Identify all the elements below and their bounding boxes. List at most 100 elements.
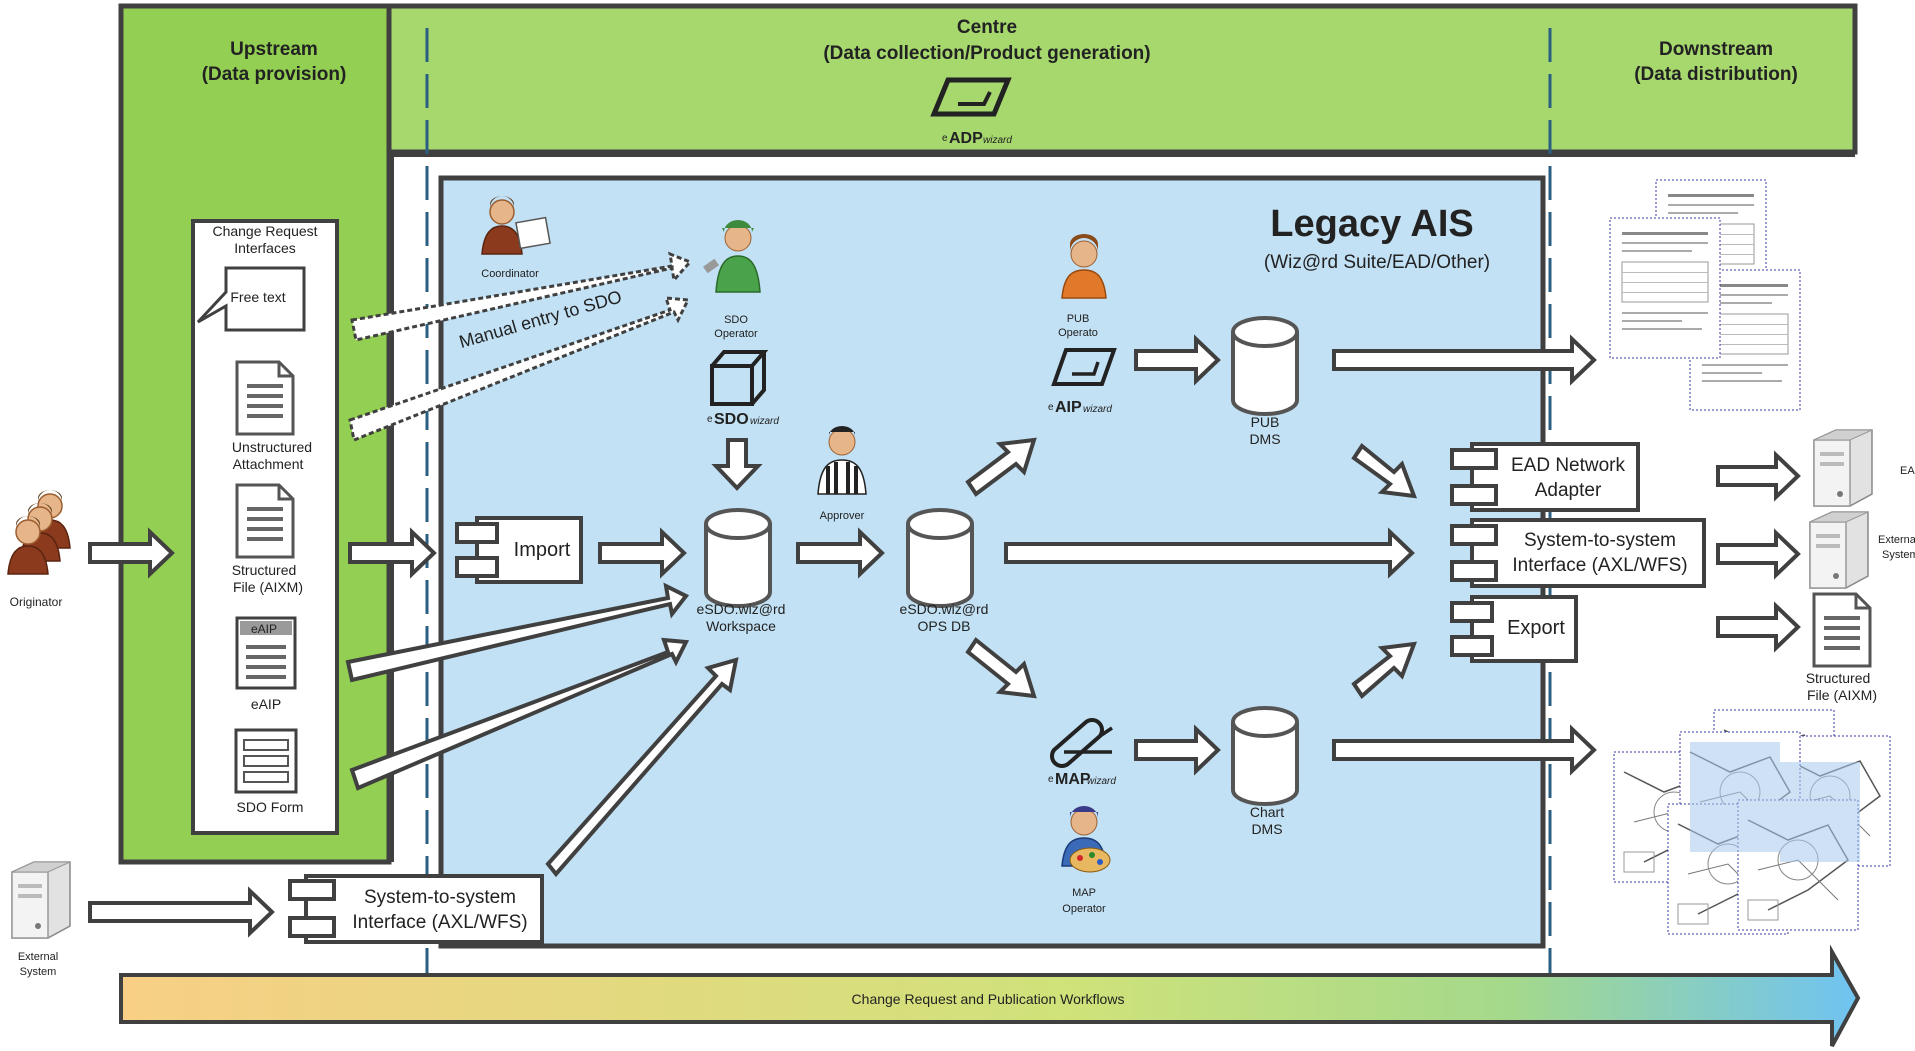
workspace-label-2: Workspace [706,618,776,634]
arrow-esdo-to-workspace [711,438,763,491]
manual-entry-arrow-upper [350,251,693,342]
export-label: Export [1507,617,1565,639]
ead-adapter-label-2: Adapter [1535,480,1602,501]
arrow-originator-to-upstream [88,527,175,579]
upstream-subtitle: (Data provision) [202,64,347,85]
s2s-right-label-2: Interface (AXL/WFS) [1512,555,1687,576]
ead-adapter-label-1: EAD Network [1511,455,1626,476]
downstream-title: Downstream [1659,39,1773,60]
svg-text:ADP: ADP [949,130,983,147]
arrow-structured-out [1716,601,1801,653]
emap-wizard-logo: e MAP wizard [1048,718,1116,788]
manual-entry-arrow-lower [348,296,691,443]
s2s-left-label-1: System-to-system [364,887,516,908]
import-component[interactable]: Import [455,516,583,584]
svg-text:wizard: wizard [750,416,779,427]
unstructured-label-2: Attachment [233,456,304,472]
svg-text:SDO: SDO [714,411,749,428]
sdo-form-label: SDO Form [237,799,304,815]
structured-label-1: Structured [232,562,297,578]
arrow-pubdms-to-documents [1332,334,1597,386]
arrow-opsdb-to-eaip [965,437,1037,497]
s2s-right-component[interactable]: System-to-system Interface (AXL/WFS) [1450,518,1706,588]
chartdms-label-2: DMS [1251,821,1282,837]
pub-operator-label-2: Operato [1058,327,1098,339]
arrow-sdoform-to-workspace [349,637,690,791]
legacy-title: Legacy AIS [1270,203,1473,245]
eaip-wizard-logo: e AIP wizard [1048,348,1117,416]
coordinator-label: Coordinator [481,268,539,280]
external-system-right-icon [1809,511,1869,589]
approver-label: Approver [820,510,865,522]
external-output-label-1: Externa [1878,534,1915,546]
arrow-external-out [1716,528,1801,580]
arrow-emap-to-chartdms [1134,724,1221,776]
structured-file-icon [235,483,295,559]
originator-icon [7,489,71,575]
arrow-left-external-to-s2s [88,886,275,938]
pub-operator-label-1: PUB [1067,313,1090,325]
pubdms-label-1: PUB [1251,414,1280,430]
eadp-logo: e ADP wizard [930,77,1012,147]
structured-file-output-icon [1812,592,1872,668]
svg-text:AIP: AIP [1055,399,1082,416]
eaip-label: eAIP [251,696,281,712]
arrow-eaip-to-workspace [345,582,690,683]
workspace-label-1: eSDO.wiz@rd [697,601,786,617]
approver-icon [817,426,867,495]
pubdms-label-2: DMS [1249,431,1280,447]
sdo-operator-label-1: SDO [724,314,748,326]
s2s-left-component[interactable]: System-to-system Interface (AXL/WFS) [288,874,544,944]
opsdb-label-1: eSDO.wiz@rd [900,601,989,617]
chart-dms-icon [1231,706,1299,806]
arrow-workspace-to-opsdb [796,527,885,579]
external-system-left-icon [11,861,71,939]
sdo-operator-label-2: Operator [714,328,758,340]
external-output-label-2: System [1882,549,1915,561]
upstream-title: Upstream [230,39,318,60]
arrow-eaip-to-pubdms [1134,334,1221,386]
arrow-chartdms-to-export [1351,641,1418,700]
legacy-subtitle: (Wiz@rd Suite/EAD/Other) [1264,252,1490,273]
structured-label-2: File (AIXM) [233,579,303,595]
structured-output-label-2: File (AIXM) [1807,687,1877,703]
free-text-label: Free text [230,289,285,305]
arrow-ead-out [1716,450,1801,502]
arrow-chartdms-to-charts [1332,724,1597,776]
map-operator-label-1: MAP [1072,887,1096,899]
chartdms-label-1: Chart [1250,804,1284,820]
ops-db-icon [906,508,974,608]
workflow-label: Change Request and Publication Workflows [852,991,1125,1007]
svg-text:MAP: MAP [1055,771,1091,788]
svg-text:wizard: wizard [983,135,1012,146]
export-component[interactable]: Export [1450,595,1578,663]
import-label: Import [514,539,571,561]
unstructured-label-1: Unstructured [232,439,312,455]
external-left-label-1: External [18,951,58,963]
svg-text:wizard: wizard [1083,404,1112,415]
arrow-import-to-workspace [598,527,687,579]
opsdb-label-2: OPS DB [918,618,971,634]
workflow-arrow [119,944,1861,1047]
arrow-s2s-to-workspace [545,657,739,878]
originator-label: Originator [10,595,63,609]
ead-output-label: EAD [1900,465,1915,477]
centre-subtitle: (Data collection/Product generation) [823,43,1150,64]
svg-text:e: e [1048,774,1054,785]
aeronautical-charts [1613,709,1891,935]
aip-documents [1609,179,1801,411]
pub-operator-icon [1061,234,1107,299]
ead-server-icon [1813,429,1873,507]
arrow-opsdb-to-emap [965,637,1037,699]
pub-dms-icon [1231,316,1299,416]
ead-adapter-component[interactable]: EAD Network Adapter [1450,442,1640,512]
free-text-icon [196,266,306,332]
workspace-db-icon [704,508,772,608]
downstream-subtitle: (Data distribution) [1634,64,1798,85]
eaip-doc-icon: eAIP [235,616,297,690]
structured-output-label-1: Structured [1806,670,1871,686]
change-request-title-2: Interfaces [234,240,295,256]
arrow-pubdms-to-adapter [1351,443,1418,499]
